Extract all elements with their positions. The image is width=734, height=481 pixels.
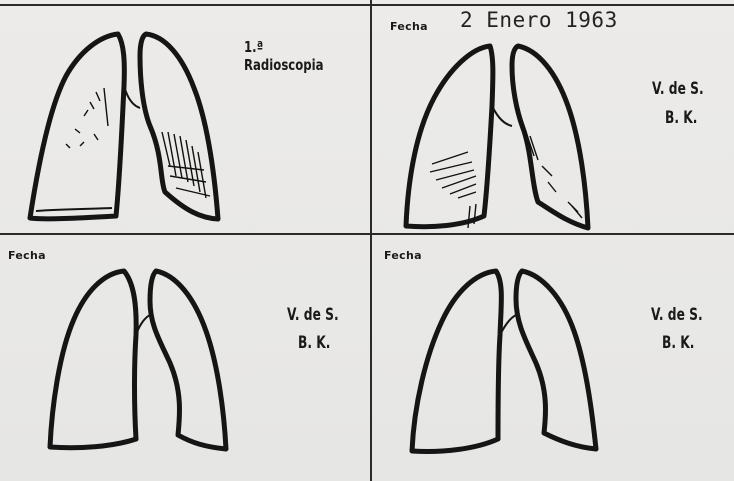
bk-label: B. K. (662, 333, 694, 353)
vs-label: V. de S. (651, 305, 703, 325)
panel-bottom-right: Fecha V. de S. B. K. (372, 235, 734, 481)
vs-label: V. de S. (287, 305, 339, 325)
lung-diagram (372, 235, 734, 481)
lesion-markings (66, 88, 210, 198)
panel-top-left: 1.ª Radioscopia (0, 6, 370, 233)
vs-label: V. de S. (652, 79, 704, 99)
bk-label: B. K. (665, 108, 697, 128)
panel-bottom-left: Fecha V. de S. B. K. (0, 235, 370, 481)
bk-label: B. K. (298, 333, 330, 353)
lung-diagram (0, 235, 370, 481)
panel-top-right: Fecha 2 Enero 1963 V. de S. B. K. (372, 6, 734, 233)
panel-title: 1.ª Radioscopia (244, 38, 342, 74)
